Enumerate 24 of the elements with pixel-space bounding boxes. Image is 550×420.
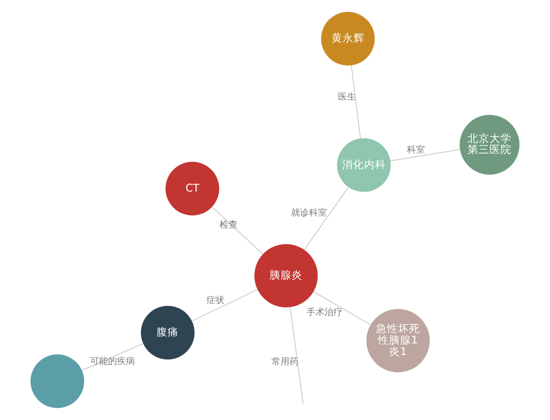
node-circle: 胰腺炎 [254,244,318,308]
node-circle: 黄永辉 [321,12,375,66]
edge-label: 医生 [338,92,356,102]
connector [82,343,144,371]
edge-label: 手术治疗 [306,308,342,318]
connector [350,65,361,139]
edge-label: 检查 [219,220,238,231]
edge-label: 常用药 [272,358,299,368]
connector [212,206,264,254]
connector [313,291,371,326]
connector [390,149,460,162]
edge-label: 科室 [407,146,426,156]
connector [290,306,304,404]
node-circle [30,354,84,408]
node-circle: CT [166,162,220,216]
node-circle: 消化内科 [337,138,391,192]
edge-label: 就诊科室 [290,208,327,218]
edge-label: 症状 [206,296,224,306]
connector [304,186,349,250]
node-circle: 腹痛 [140,306,195,360]
edge-label: 可能的疾病 [90,357,135,368]
connector [192,289,258,322]
node-circle: 北京大学第三医院 [460,114,520,175]
node-circle: 急性坏死性胰腺1炎1 [366,309,430,372]
